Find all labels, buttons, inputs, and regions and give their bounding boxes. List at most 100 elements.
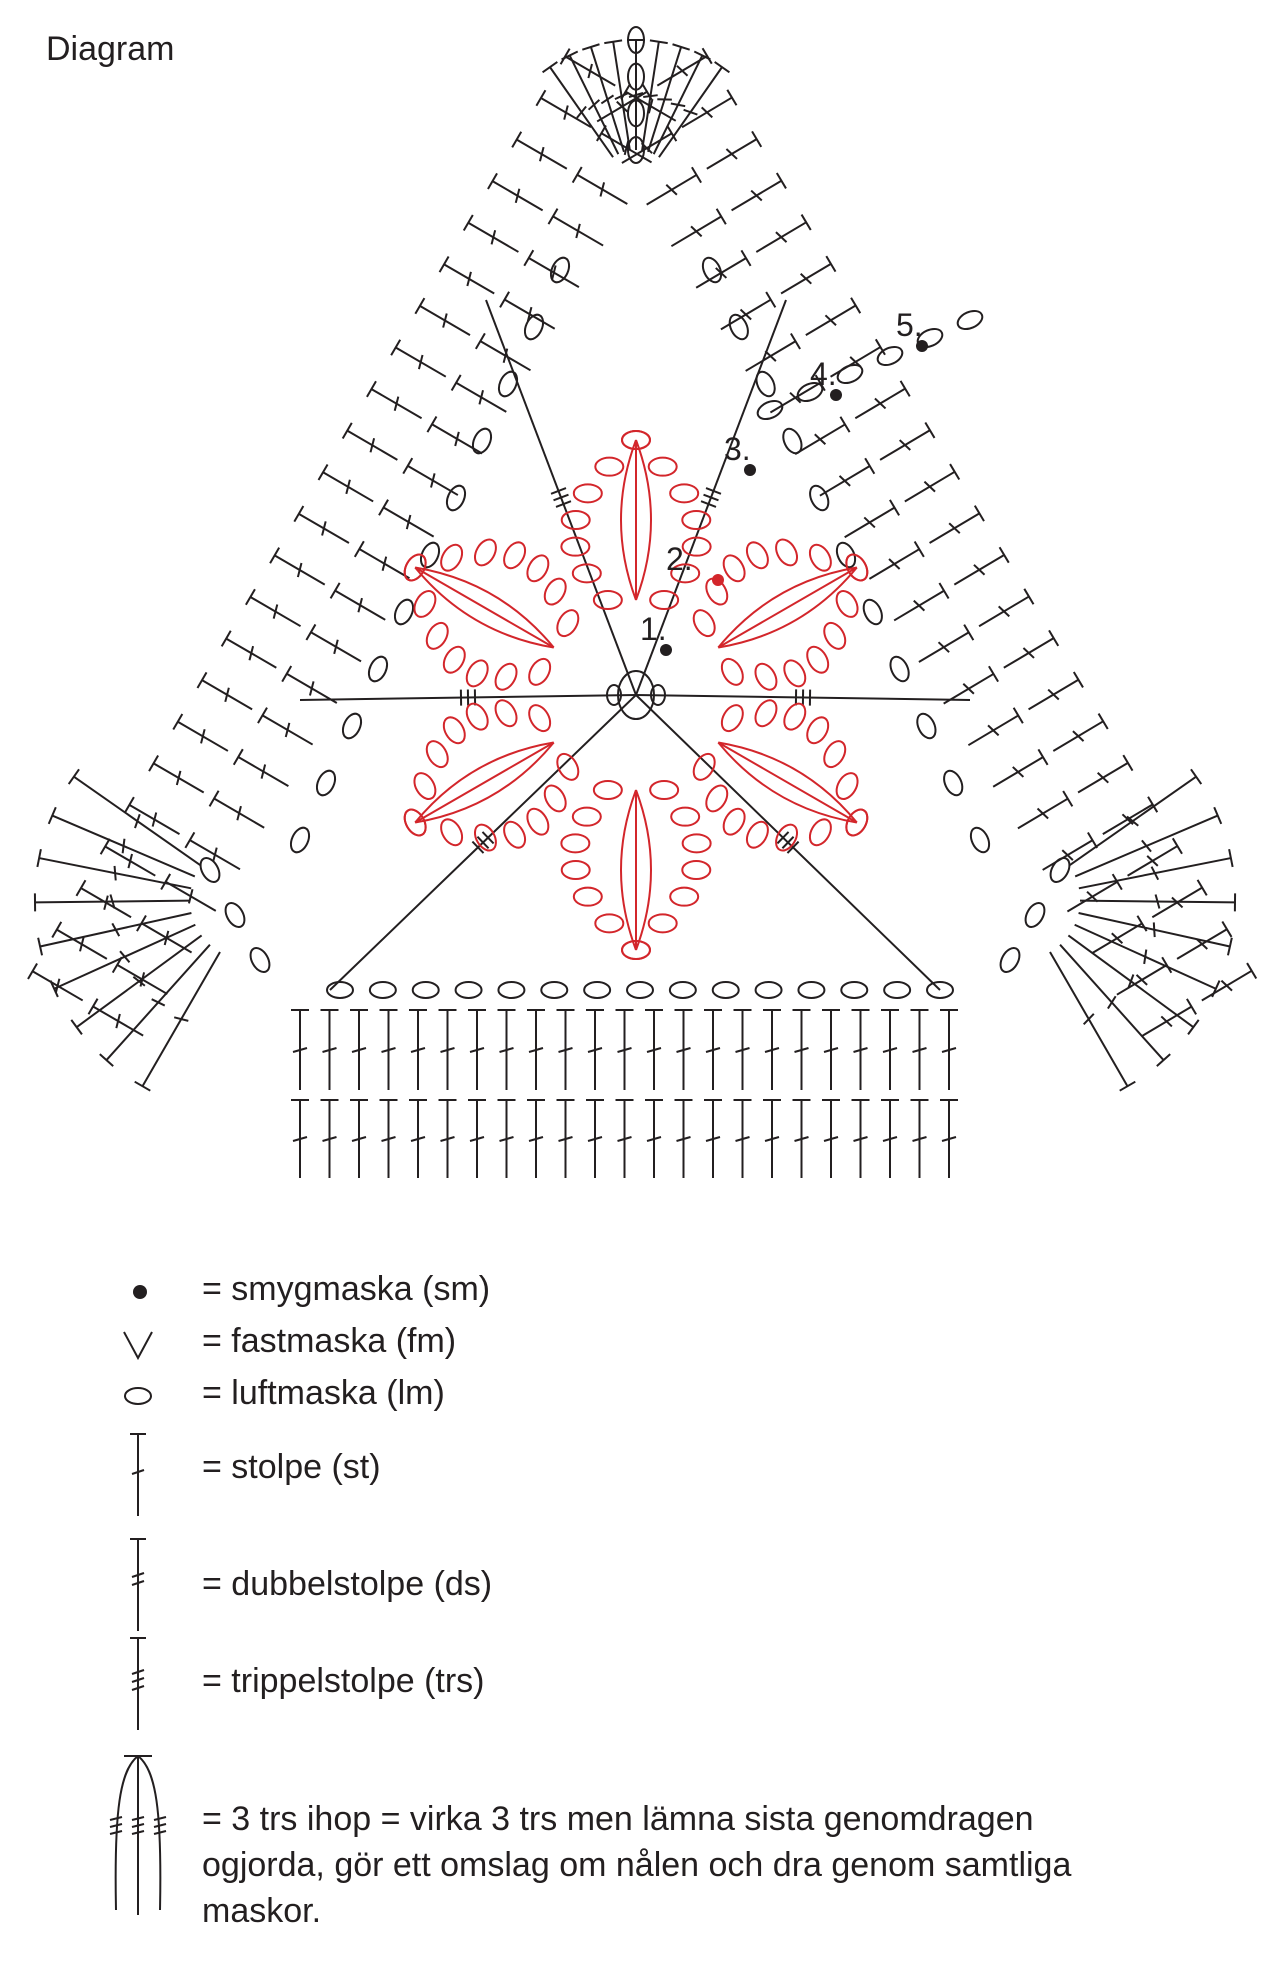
stitch-top-bar bbox=[185, 832, 194, 848]
chain-stitch bbox=[650, 781, 678, 799]
stitch-symbol bbox=[415, 298, 470, 335]
legend-text: = 3 trs ihop = virka 3 trs men lämna sis… bbox=[202, 1796, 1102, 1934]
stitch-symbol bbox=[881, 1010, 899, 1090]
stitch-top-bar bbox=[427, 417, 436, 433]
stitch-symbol bbox=[291, 1010, 309, 1090]
stitch-top-bar bbox=[306, 624, 315, 640]
stitch-top-bar bbox=[1074, 672, 1083, 687]
chain-stitch bbox=[523, 805, 553, 838]
chain-stitch bbox=[521, 312, 546, 342]
stitch-top-bar bbox=[1099, 714, 1108, 729]
stitch-top-bar bbox=[1191, 769, 1201, 784]
stitch-top-bar bbox=[379, 500, 388, 516]
stitch-symbol bbox=[331, 583, 386, 620]
stitch-top-bar bbox=[270, 548, 279, 564]
stitch-symbol bbox=[822, 1010, 840, 1090]
stitch-crossbar bbox=[963, 684, 974, 694]
petal-cluster-stem bbox=[718, 568, 857, 648]
stitch-symbol bbox=[380, 1010, 398, 1090]
stitch-symbol bbox=[645, 1100, 663, 1178]
stitch-crossbar bbox=[1073, 731, 1084, 741]
stitch-top-bar bbox=[840, 417, 849, 432]
stitch-symbol bbox=[911, 1100, 929, 1178]
stitch-symbol bbox=[452, 375, 507, 412]
chain-stitch bbox=[997, 945, 1024, 975]
chain-stitch bbox=[832, 769, 862, 802]
stitch-symbol bbox=[355, 541, 410, 578]
chain-stitch bbox=[940, 768, 966, 798]
stitch-crossbar bbox=[801, 274, 812, 284]
stitch-symbol bbox=[306, 624, 361, 661]
chain-stitch bbox=[1047, 855, 1074, 885]
double-treble-icon bbox=[80, 1535, 190, 1635]
stitch-top-bar bbox=[548, 209, 557, 225]
stitch-symbol bbox=[822, 1100, 840, 1178]
stitch-crossbar bbox=[949, 523, 960, 533]
stitch-symbol bbox=[734, 1010, 752, 1090]
stitch-symbol bbox=[246, 589, 301, 626]
flower-petal bbox=[561, 781, 710, 959]
stitch-crossbar bbox=[1137, 975, 1148, 985]
chain-stitch bbox=[751, 697, 781, 730]
stitch-symbol bbox=[185, 832, 240, 869]
chain-stitch bbox=[491, 660, 521, 693]
chain-stitch bbox=[469, 426, 494, 456]
slip-stitch-dot bbox=[830, 389, 842, 401]
stitch-symbol bbox=[282, 666, 337, 703]
stitch-symbol bbox=[1018, 791, 1072, 828]
chain-stitch bbox=[197, 855, 224, 885]
chain-stitch bbox=[671, 808, 699, 826]
flower-petal bbox=[400, 697, 582, 855]
stitch-symbol bbox=[781, 256, 835, 293]
chain-stitch bbox=[955, 307, 985, 332]
stitch-crossbar bbox=[776, 232, 787, 242]
stitch-symbol bbox=[439, 1010, 457, 1090]
stitch-symbol bbox=[35, 893, 190, 911]
stitch-crossbar bbox=[1048, 690, 1059, 700]
slip-stitch-dot bbox=[744, 464, 756, 476]
round-label-2: 2. bbox=[666, 541, 693, 577]
stitch-symbol bbox=[379, 500, 434, 537]
stitch-symbol bbox=[806, 298, 860, 335]
chain-stitch bbox=[339, 711, 364, 741]
stitch-symbol bbox=[101, 839, 156, 876]
stitch-symbol bbox=[89, 999, 144, 1036]
stitch-top-bar bbox=[173, 714, 182, 730]
stitch-symbol bbox=[880, 422, 934, 459]
stitch-symbol bbox=[291, 1100, 309, 1178]
legend-text: = trippelstolpe (trs) bbox=[202, 1662, 485, 1701]
stitch-symbol bbox=[1050, 952, 1135, 1091]
stitch-top-bar bbox=[476, 333, 485, 349]
chain-stitch bbox=[595, 458, 623, 476]
stitch-crossbar bbox=[974, 565, 985, 575]
chain-stitch bbox=[713, 982, 739, 998]
chain-stitch bbox=[806, 541, 836, 574]
stitch-symbol bbox=[763, 1100, 781, 1178]
stitch-crossbar bbox=[1161, 1016, 1172, 1026]
flower-petal bbox=[689, 697, 871, 855]
stitch-top-bar bbox=[865, 458, 874, 473]
stitch-top-bar bbox=[692, 167, 701, 182]
legend-text: = luftmaska (lm) bbox=[202, 1374, 445, 1413]
stitch-symbol bbox=[409, 1010, 427, 1090]
stitch-top-bar bbox=[752, 131, 761, 146]
stitch-top-bar bbox=[1038, 749, 1047, 764]
stitch-top-bar bbox=[101, 839, 110, 855]
stitch-symbol bbox=[1029, 672, 1083, 709]
chain-icon bbox=[80, 1374, 190, 1420]
stitch-top-bar bbox=[222, 631, 231, 647]
chain-stitch bbox=[860, 597, 886, 627]
stitch-crossbar bbox=[1084, 1014, 1094, 1024]
stitch-top-bar bbox=[76, 880, 85, 896]
chain-stitch bbox=[525, 655, 555, 688]
outer-stitch-rows bbox=[28, 27, 1256, 1178]
stitch-symbol bbox=[350, 1100, 368, 1178]
stitch-symbol bbox=[659, 62, 729, 157]
stitch-top-bar bbox=[149, 756, 158, 772]
spoke-stitch bbox=[636, 689, 970, 705]
stitch-symbol bbox=[647, 167, 701, 204]
stitch-symbol bbox=[476, 333, 531, 370]
stitch-symbol bbox=[210, 791, 265, 828]
chain-stitch bbox=[595, 914, 623, 932]
stitch-top-bar bbox=[1188, 1020, 1199, 1035]
